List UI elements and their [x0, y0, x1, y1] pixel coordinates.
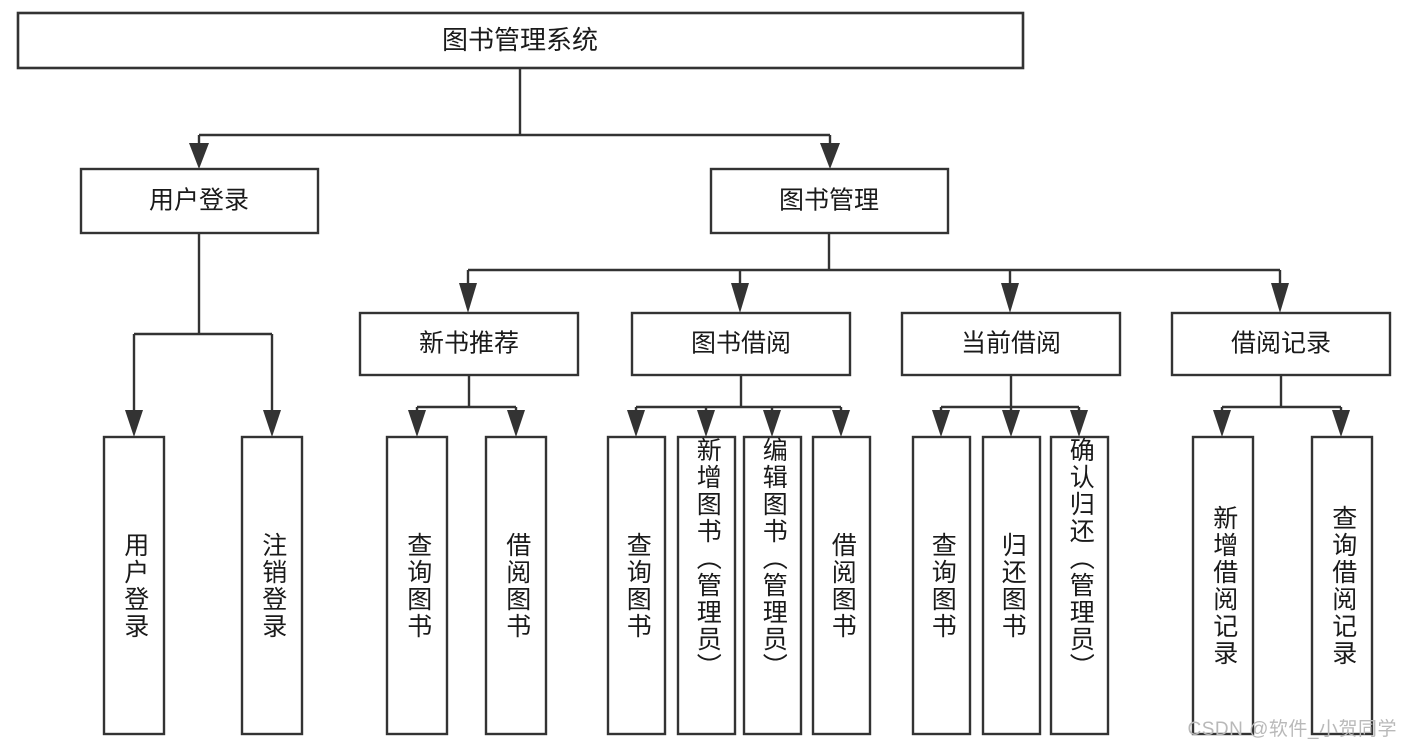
- leaf-box-nbr-borrow-book[interactable]: [484, 435, 548, 736]
- arrow-nbr-leaf-1: [408, 410, 426, 437]
- current-borrow-box: [900, 311, 1122, 377]
- borrow-record-box: [1170, 311, 1392, 377]
- root-box: [16, 11, 1025, 70]
- connector-book-manage-to-level3: [459, 233, 1289, 313]
- connector-new-book-rec-to-leaves: [408, 375, 525, 437]
- arrow-cb-leaf-1: [932, 410, 950, 437]
- arrow-to-leaf-user-login: [125, 410, 143, 437]
- leaf-box-cb-query-book[interactable]: [911, 435, 972, 736]
- arrow-bb-leaf-3: [763, 410, 781, 437]
- leaf-box-nbr-query-book[interactable]: [385, 435, 449, 736]
- node-user-login[interactable]: 用户登录: [79, 167, 320, 235]
- leaf-box-br-add-record[interactable]: [1191, 435, 1255, 736]
- leaf-box-bb-borrow-book[interactable]: [811, 435, 872, 736]
- user-login-label: 用户登录: [149, 187, 249, 215]
- leaf-box-br-query-record[interactable]: [1310, 435, 1374, 736]
- leaf-box-bb-edit-book[interactable]: [742, 435, 803, 736]
- new-book-rec-box: [358, 311, 580, 377]
- borrow-record-label: 借阅记录: [1231, 330, 1331, 358]
- node-book-borrow[interactable]: 图书借阅: [630, 311, 852, 377]
- arrow-to-new-book-rec: [459, 283, 477, 313]
- node-new-book-rec[interactable]: 新书推荐: [358, 311, 580, 377]
- book-borrow-box: [630, 311, 852, 377]
- arrow-to-user-login: [189, 143, 209, 169]
- arrow-cb-leaf-3: [1070, 410, 1088, 437]
- arrow-to-book-manage: [820, 143, 840, 169]
- connector-root-to-level2: [189, 68, 840, 169]
- book-manage-box: [709, 167, 950, 235]
- arrow-to-borrow-record: [1271, 283, 1289, 313]
- arrow-bb-leaf-2: [697, 410, 715, 437]
- connector-borrow-record-to-leaves: [1213, 375, 1350, 437]
- arrow-bb-leaf-1: [627, 410, 645, 437]
- arrow-to-book-borrow: [731, 283, 749, 313]
- new-book-rec-label: 新书推荐: [419, 330, 519, 358]
- root-label: 图书管理系统: [442, 25, 598, 55]
- arrow-br-leaf-2: [1332, 410, 1350, 437]
- arrow-to-current-borrow: [1001, 283, 1019, 313]
- arrow-br-leaf-1: [1213, 410, 1231, 437]
- connector-book-borrow-to-leaves: [627, 375, 850, 437]
- book-manage-label: 图书管理: [779, 187, 879, 215]
- leaf-box-logout[interactable]: [240, 435, 304, 736]
- book-borrow-label: 图书借阅: [691, 330, 791, 358]
- arrow-bb-leaf-4: [832, 410, 850, 437]
- node-root[interactable]: 图书管理系统: [16, 11, 1025, 70]
- arrow-cb-leaf-2: [1002, 410, 1020, 437]
- connector-user-login-to-leaves: [125, 233, 281, 437]
- node-book-manage[interactable]: 图书管理: [709, 167, 950, 235]
- node-borrow-record[interactable]: 借阅记录: [1170, 311, 1392, 377]
- leaf-box-bb-add-book[interactable]: [676, 435, 737, 736]
- arrow-to-leaf-logout: [263, 410, 281, 437]
- current-borrow-label: 当前借阅: [961, 330, 1061, 358]
- csdn-watermark: CSDN @软件_小贺同学: [1187, 719, 1397, 740]
- arrow-nbr-leaf-2: [507, 410, 525, 437]
- leaf-box-bb-query-book[interactable]: [606, 435, 667, 736]
- connector-current-borrow-to-leaves: [932, 375, 1088, 437]
- leaf-box-cb-return-book[interactable]: [981, 435, 1042, 736]
- leaf-box-user-login[interactable]: [102, 435, 166, 736]
- leaf-box-cb-confirm-return[interactable]: [1049, 435, 1110, 736]
- node-current-borrow[interactable]: 当前借阅: [900, 311, 1122, 377]
